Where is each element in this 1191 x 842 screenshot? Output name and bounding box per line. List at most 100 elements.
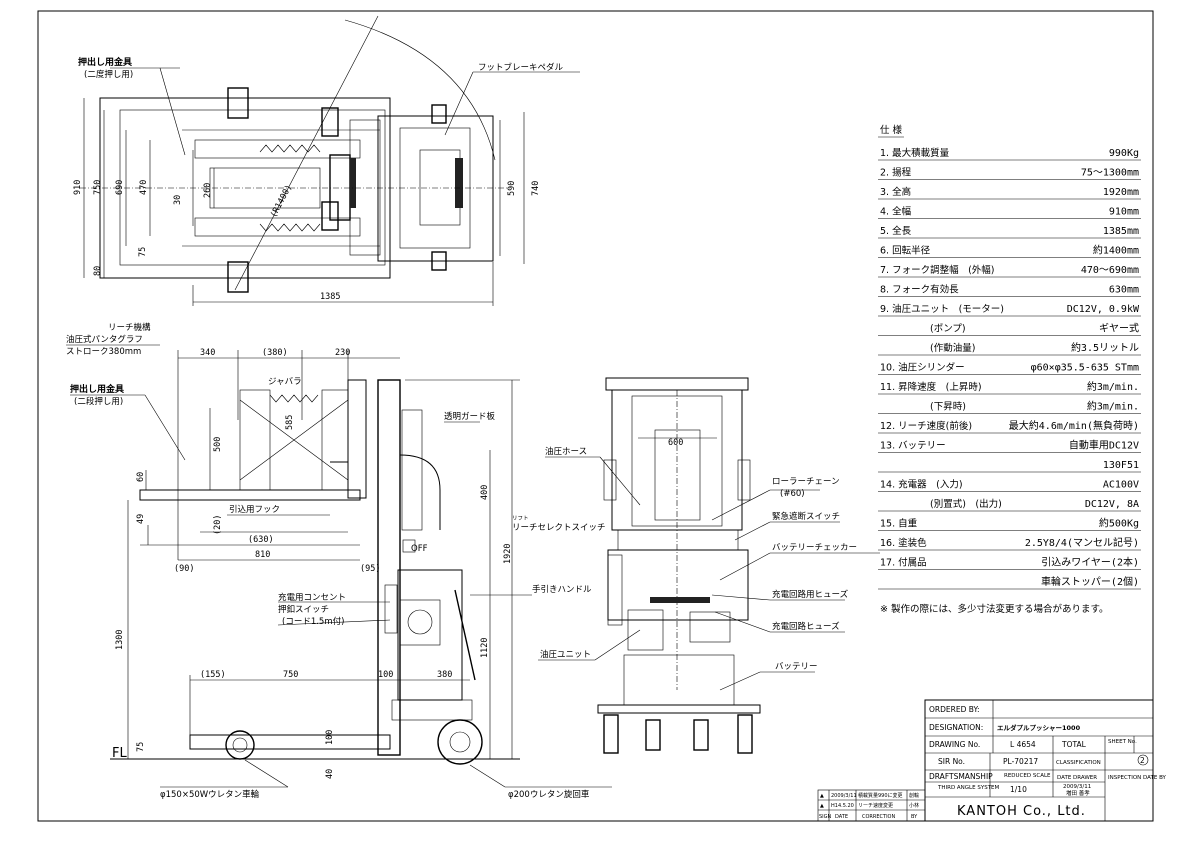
label-push-fitting-top-sub: (二度押し用) xyxy=(84,69,133,80)
revision-frame xyxy=(817,789,926,822)
spec-label: (別置式) (出力) xyxy=(930,498,1002,510)
dim-750: 750 xyxy=(93,180,103,195)
rev-header-correction: CORRECTION xyxy=(862,814,895,820)
dim-1385: 1385 xyxy=(320,292,340,302)
spec-label: 1. 最大積載質量 xyxy=(880,147,950,159)
label-push-switch-sub: (コード1.5m付) xyxy=(282,616,344,627)
label-charge-fuse-b: 充電回路ヒューズ xyxy=(772,621,840,632)
label-bellows: ジャバラ xyxy=(268,377,302,387)
tb-sir-no-label: SIR No. xyxy=(938,757,965,766)
spec-value: 車輪ストッパー(2個) xyxy=(1041,575,1139,588)
label-roller-chain: ローラーチェーン xyxy=(772,477,840,487)
spec-value: 約3m/min. xyxy=(1087,380,1139,393)
rev-by: 創輸 xyxy=(909,792,919,799)
side-view: リーチ機構 油圧式パンタグラフ ストローク380mm 押出し用金具 (二段押し用… xyxy=(66,322,612,800)
hatch-front xyxy=(650,597,710,603)
wheel-rear-side xyxy=(437,719,483,765)
label-hydraulic-hose: 油圧ホース xyxy=(545,446,587,457)
push-switch-box xyxy=(384,584,398,634)
rev-sign: ▲ xyxy=(820,803,824,809)
spec-value: 最大約4.6m/min(無負荷時) xyxy=(1009,419,1139,432)
pantograph-cross xyxy=(239,399,349,481)
label-fl: FL xyxy=(112,746,127,761)
tb-ordered-by-label: ORDERED BY: xyxy=(929,705,980,714)
turning-arc xyxy=(344,19,496,161)
label-emergency-stop: 緊急遮断スイッチ xyxy=(772,511,840,522)
dim-1120: 1120 xyxy=(480,638,490,658)
spec-label: 11. 昇降速度 (上昇時) xyxy=(880,381,982,393)
spec-title: 仕 様 xyxy=(880,124,903,136)
front-battery xyxy=(623,654,735,706)
rear-unit xyxy=(377,115,494,262)
hand-handle xyxy=(454,589,476,681)
dim-30: 30 xyxy=(173,195,183,205)
dim-230: 230 xyxy=(335,348,350,358)
label-pull-hook: 引込用フック xyxy=(229,504,280,515)
spec-value: 75～1300mm xyxy=(1081,168,1139,179)
dim-340: 340 xyxy=(200,348,215,358)
spec-note: ※ 製作の際には、多少寸法変更する場合があります。 xyxy=(880,603,1109,615)
sheet-border xyxy=(37,10,1154,822)
label-off: OFF xyxy=(411,544,428,554)
tb-inspection-label: INSPECTION DATE BY xyxy=(1108,775,1167,781)
mast-section xyxy=(329,154,351,221)
title-block: ORDERED BY: DESIGNATION: エルダプルプッシャー1000 … xyxy=(924,699,1167,822)
spec-label: 7. フォーク調整幅 (外幅) xyxy=(880,264,995,276)
dim-60: 60 xyxy=(136,472,146,482)
spec-value: 470～690mm xyxy=(1081,265,1139,276)
dim-75-top: 75 xyxy=(138,247,148,257)
battery-block-top xyxy=(419,149,461,226)
tb-company: KANTOH Co., Ltd. xyxy=(957,804,1086,819)
spec-value: 910mm xyxy=(1109,207,1139,218)
rev-sign: ▲ xyxy=(820,793,824,799)
tb-sheet-value: 2 xyxy=(1140,756,1145,765)
mast xyxy=(377,379,401,756)
spec-label: 15. 自重 xyxy=(880,518,918,530)
tb-date-value: 2009/3/11 xyxy=(1063,784,1091,790)
label-stroke: ストローク380mm xyxy=(66,347,141,357)
front-base xyxy=(597,704,761,714)
front-hydraulic-unit xyxy=(627,609,664,651)
label-battery-checker: バッテリーチェッカー xyxy=(772,543,857,553)
carriage xyxy=(347,379,367,499)
rev-by: 小林 xyxy=(909,802,919,809)
rev-header-sign: SIGN xyxy=(819,814,832,820)
front-switch-box xyxy=(607,554,623,626)
spec-label: 5. 全長 xyxy=(880,225,912,237)
top-view: 押出し用金具 (二度押し用) フットブレーキペダル 910 750 690 47… xyxy=(73,15,580,306)
dim-380-b: 380 xyxy=(437,670,452,680)
front-wheel-left xyxy=(603,714,619,754)
tb-draftsmanship-label: DRAFTSMANSHIP xyxy=(929,772,993,781)
hatch-top xyxy=(455,158,463,208)
bellows-top xyxy=(259,144,321,153)
spec-value: 自動車用DC12V xyxy=(1069,439,1139,452)
dim-630: (630) xyxy=(248,535,274,545)
tb-total-label: TOTAL xyxy=(1061,740,1087,749)
spec-value: 130F51 xyxy=(1103,460,1139,471)
rev-header-date: DATE xyxy=(835,814,848,820)
dim-600: 600 xyxy=(668,438,683,448)
dim-155: (155) xyxy=(200,670,226,680)
bellows-side xyxy=(269,394,319,403)
spec-label: 6. 回転半径 xyxy=(880,245,931,257)
dim-750-side: 750 xyxy=(283,670,298,680)
dim-75-side: 75 xyxy=(136,742,146,752)
dim-95: (95) xyxy=(360,564,380,574)
spec-label: 3. 全高 xyxy=(880,186,911,198)
dim-49: 49 xyxy=(136,514,146,524)
label-lift-select-1: リフト xyxy=(512,515,529,522)
front-view: 600 油圧ホース ローラーチェーン (#60) 緊急遮断スイッチ バッテリーチ… xyxy=(512,377,880,754)
base-frame xyxy=(189,734,391,750)
dim-590: 590 xyxy=(507,181,517,196)
tb-designation-value: エルダプルプッシャー1000 xyxy=(997,723,1081,732)
turning-radius-line xyxy=(234,15,379,291)
spec-label: 16. 塗装色 xyxy=(880,537,927,549)
spec-value: 約3.5リットル xyxy=(1071,341,1139,354)
dim-260: 260 xyxy=(203,183,213,198)
front-carriage xyxy=(654,429,701,521)
dim-r1400: (R1400) xyxy=(269,183,295,219)
